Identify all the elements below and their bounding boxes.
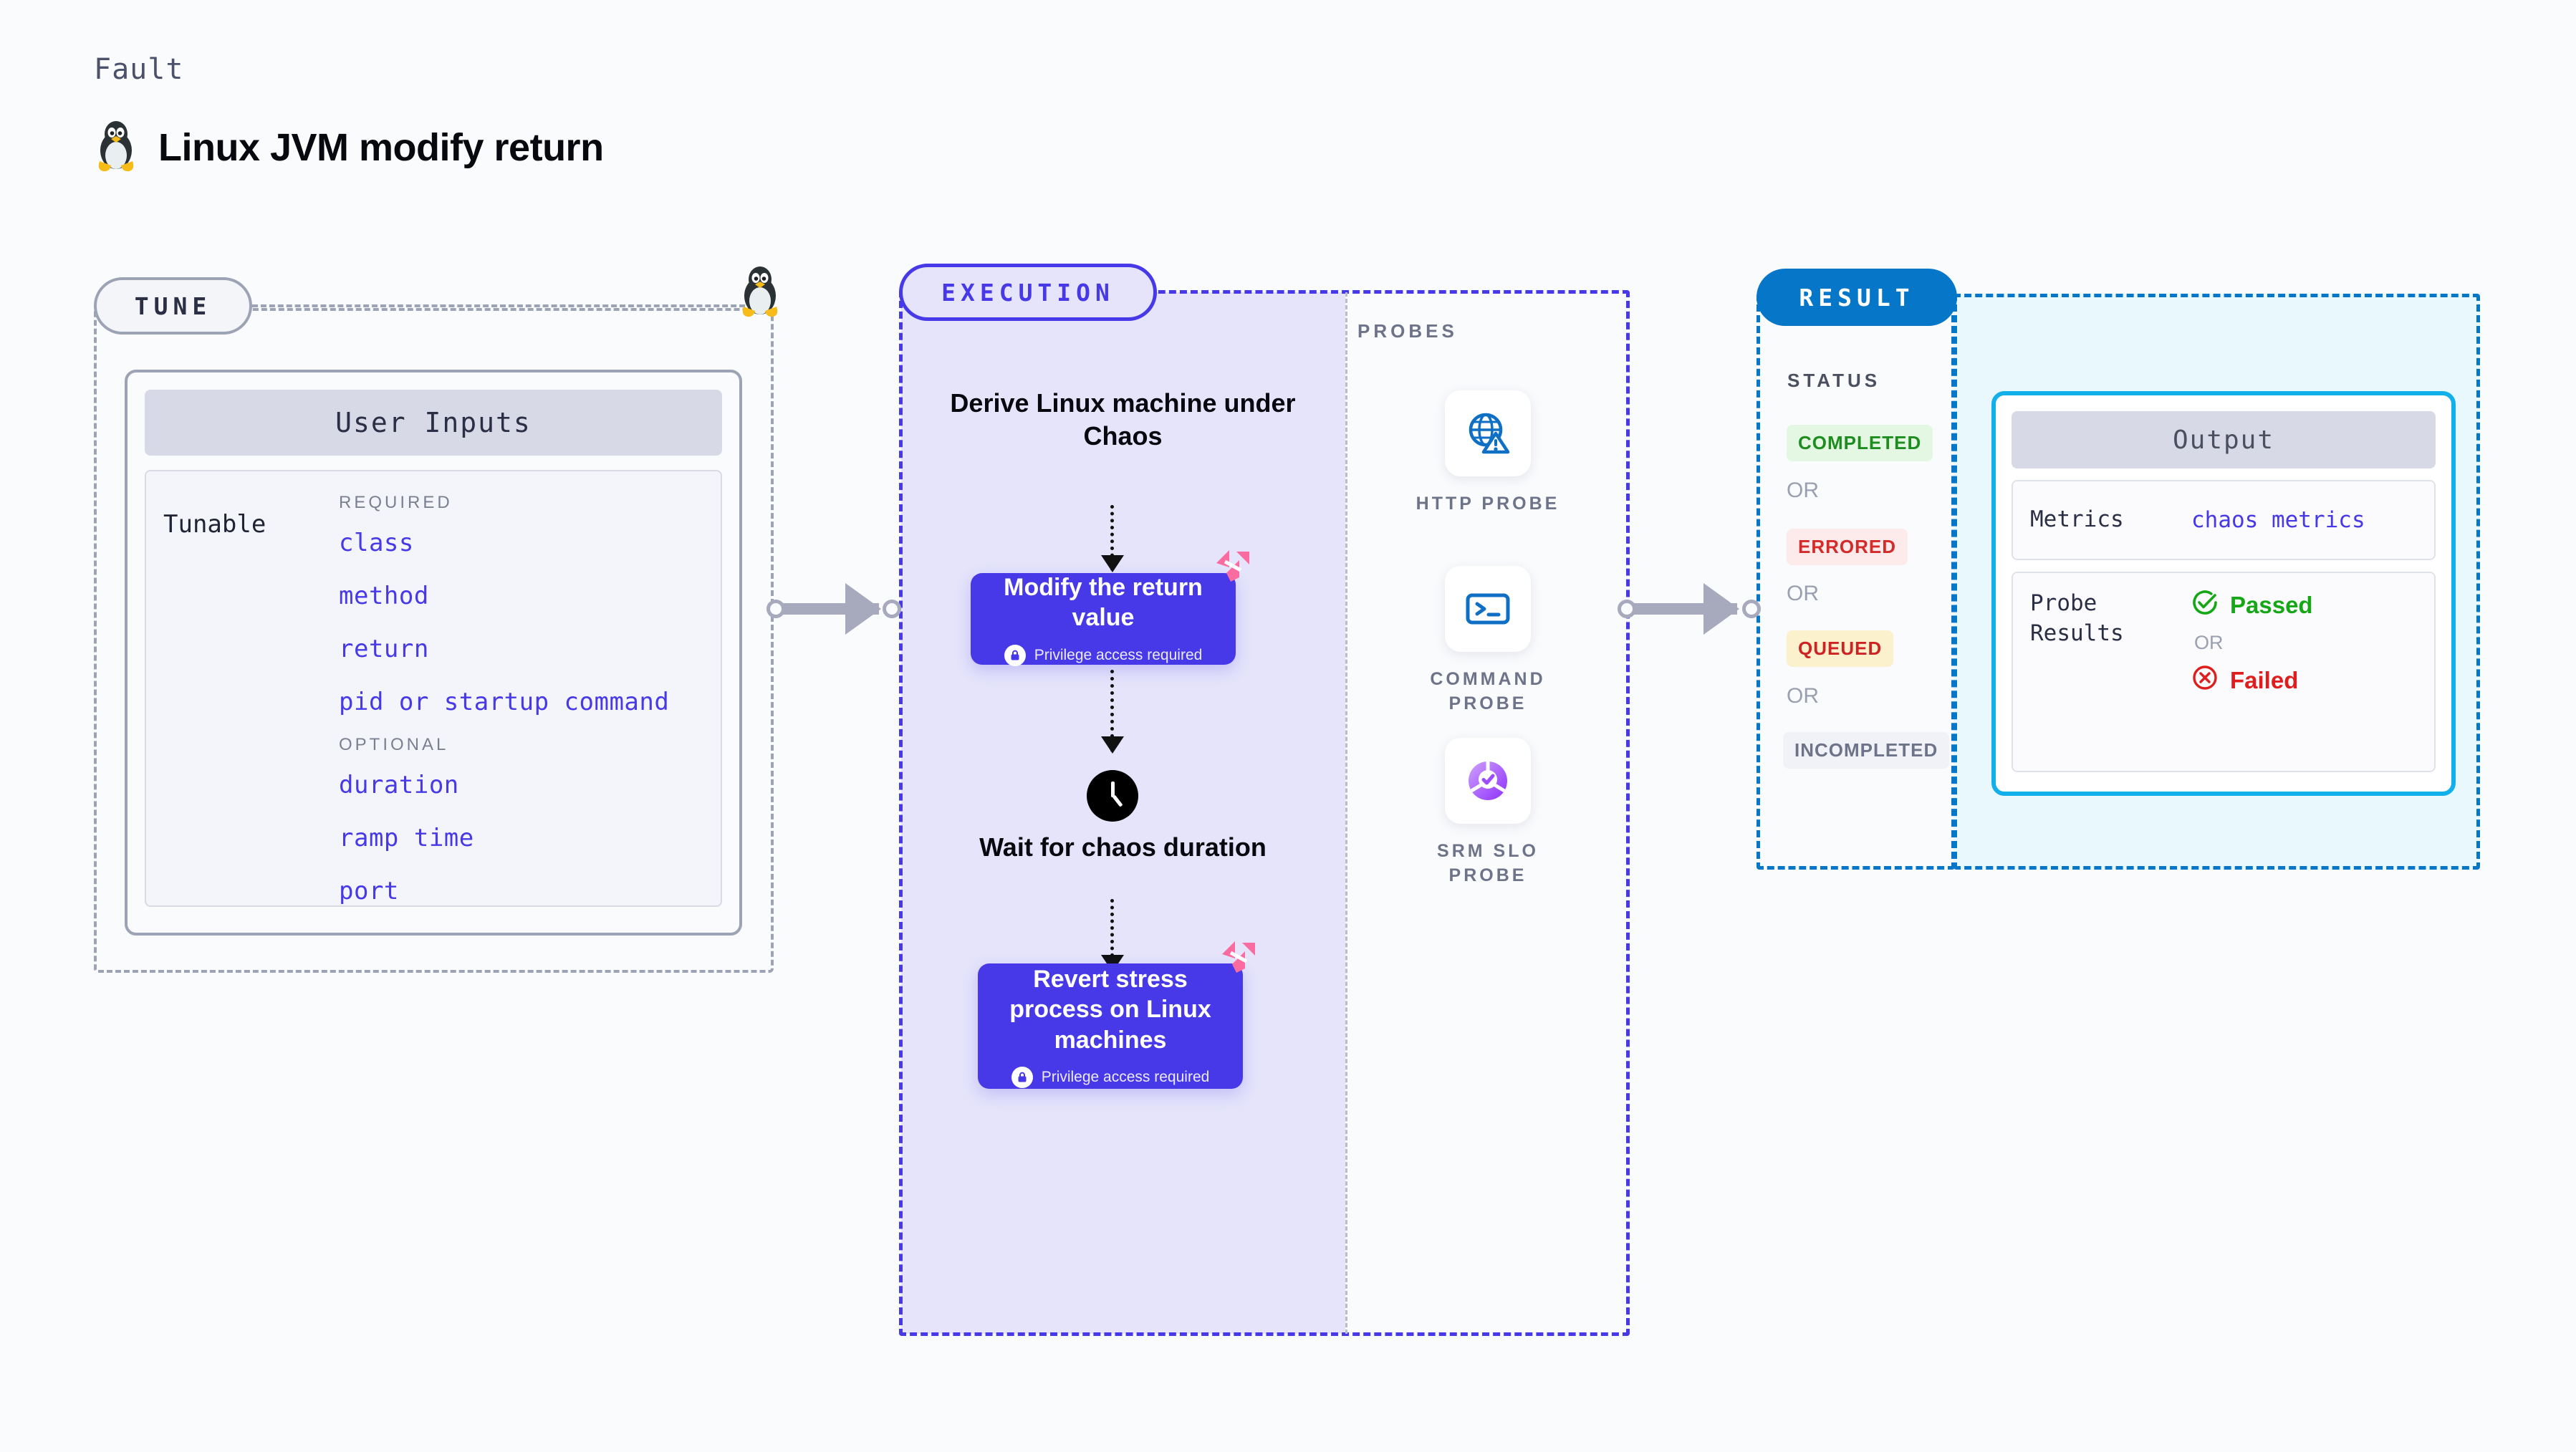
status-badge-queued: QUEUED xyxy=(1787,630,1894,667)
probe-item-http[interactable]: HTTP PROBE xyxy=(1398,390,1577,516)
probe-item-command[interactable]: COMMAND PROBE xyxy=(1398,566,1577,716)
output-card: Output Metrics chaos metrics Probe Resul… xyxy=(1991,391,2456,796)
flow-arrow-wait-to-revert xyxy=(1101,899,1124,972)
user-inputs-body: Tunable REQUIRED class method return pid… xyxy=(145,470,722,907)
linux-tux-icon xyxy=(94,118,138,176)
harness-logo-icon xyxy=(1212,546,1254,591)
probe-caption-http: HTTP PROBE xyxy=(1416,494,1560,514)
field-port[interactable]: port xyxy=(339,877,399,905)
execution-probes-divider xyxy=(1345,292,1347,1334)
probe-results-values: Passed OR Failed xyxy=(2191,589,2313,755)
execution-step-modify-title: Modify the return value xyxy=(1004,573,1203,632)
probe-caption-srm-slo: SRM SLO PROBE xyxy=(1437,841,1539,885)
globe-warning-icon xyxy=(1445,390,1531,476)
probe-result-or: OR xyxy=(2194,632,2224,653)
execution-step-wait: Wait for chaos duration xyxy=(979,832,1267,862)
execution-step-revert-note-text: Privilege access required xyxy=(1041,1069,1210,1086)
result-pill-label: RESULT xyxy=(1756,269,1957,326)
status-badge-completed: COMPLETED xyxy=(1787,425,1933,461)
clock-icon xyxy=(1087,770,1138,822)
execution-step-modify-note: Privilege access required xyxy=(1004,644,1203,666)
field-duration[interactable]: duration xyxy=(339,771,459,799)
status-badge-incompleted: INCOMPLETED xyxy=(1783,732,1950,769)
execution-step-modify-box[interactable]: Modify the return value Privilege access… xyxy=(971,573,1236,666)
optional-group-label: OPTIONAL xyxy=(339,735,449,754)
lock-icon xyxy=(1004,644,1026,666)
status-or-1: OR xyxy=(1787,479,1819,502)
output-row-probe-results: Probe Results Passed OR xyxy=(2012,572,2436,772)
output-row-metrics: Metrics chaos metrics xyxy=(2012,480,2436,560)
result-panel xyxy=(1756,294,1955,870)
linux-tux-icon-marker xyxy=(738,264,782,322)
execution-step-revert-title: Revert stress process on Linux machines xyxy=(1009,965,1211,1054)
connector-arrowhead xyxy=(845,583,881,635)
probe-result-passed-label: Passed xyxy=(2230,592,2313,618)
probes-section-label: PROBES xyxy=(1357,320,1458,342)
connector-tune-to-execution xyxy=(766,580,910,638)
fault-eyebrow-label: Fault xyxy=(94,53,184,86)
field-pid-or-startup-command[interactable]: pid or startup command xyxy=(339,688,670,716)
tunable-fields: REQUIRED class method return pid or star… xyxy=(339,493,703,905)
field-method[interactable]: method xyxy=(339,582,429,610)
probe-caption-command: COMMAND PROBE xyxy=(1430,669,1546,713)
flow-arrow-derive-to-modify xyxy=(1101,505,1124,572)
connector-execution-to-result xyxy=(1618,580,1772,638)
execution-step-modify-note-text: Privilege access required xyxy=(1034,646,1203,663)
check-circle-icon xyxy=(2191,589,2219,622)
probe-result-passed: Passed xyxy=(2191,589,2313,622)
connector-end-dot xyxy=(883,600,901,618)
field-ramp-time[interactable]: ramp time xyxy=(339,824,474,852)
user-inputs-card: User Inputs Tunable REQUIRED class metho… xyxy=(125,370,742,936)
required-group-label: REQUIRED xyxy=(339,493,453,512)
page-title: Linux JVM modify return xyxy=(158,125,604,169)
harness-logo-icon xyxy=(1218,937,1259,982)
metrics-value[interactable]: chaos metrics xyxy=(2191,507,2365,533)
status-or-3: OR xyxy=(1787,684,1819,708)
field-return[interactable]: return xyxy=(339,635,429,663)
x-circle-icon xyxy=(2191,664,2219,697)
tunable-label: Tunable xyxy=(163,510,266,539)
probe-item-srm-slo[interactable]: SRM SLO PROBE xyxy=(1398,738,1577,888)
status-badge-errored: ERRORED xyxy=(1787,529,1908,565)
execution-pill-label: EXECUTION xyxy=(899,264,1157,321)
slo-donut-check-icon xyxy=(1445,738,1531,824)
lock-icon xyxy=(1011,1067,1033,1089)
user-inputs-title: User Inputs xyxy=(145,390,722,456)
terminal-icon xyxy=(1445,566,1531,652)
probe-result-failed: Failed xyxy=(2191,664,2313,697)
tune-pill-label: TUNE xyxy=(94,277,252,335)
status-or-2: OR xyxy=(1787,582,1819,605)
execution-step-revert-note: Privilege access required xyxy=(1011,1067,1210,1089)
page-title-row: Linux JVM modify return xyxy=(94,118,604,176)
tune-connector-line xyxy=(252,304,754,307)
probe-result-failed-label: Failed xyxy=(2230,667,2299,693)
output-card-title: Output xyxy=(2012,411,2436,468)
field-class[interactable]: class xyxy=(339,529,414,557)
execution-step-derive: Derive Linux machine under Chaos xyxy=(950,388,1296,451)
connector-arrowhead xyxy=(1703,583,1739,635)
status-label: STATUS xyxy=(1787,370,1881,391)
connector-end-dot xyxy=(1742,600,1761,618)
execution-panel xyxy=(899,290,1630,1336)
tune-panel xyxy=(94,308,774,973)
execution-step-revert-box[interactable]: Revert stress process on Linux machines … xyxy=(978,963,1243,1089)
flow-arrow-modify-to-wait xyxy=(1101,670,1124,754)
metrics-key: Metrics xyxy=(2030,506,2124,533)
probe-results-key: Probe Results xyxy=(2030,590,2124,646)
